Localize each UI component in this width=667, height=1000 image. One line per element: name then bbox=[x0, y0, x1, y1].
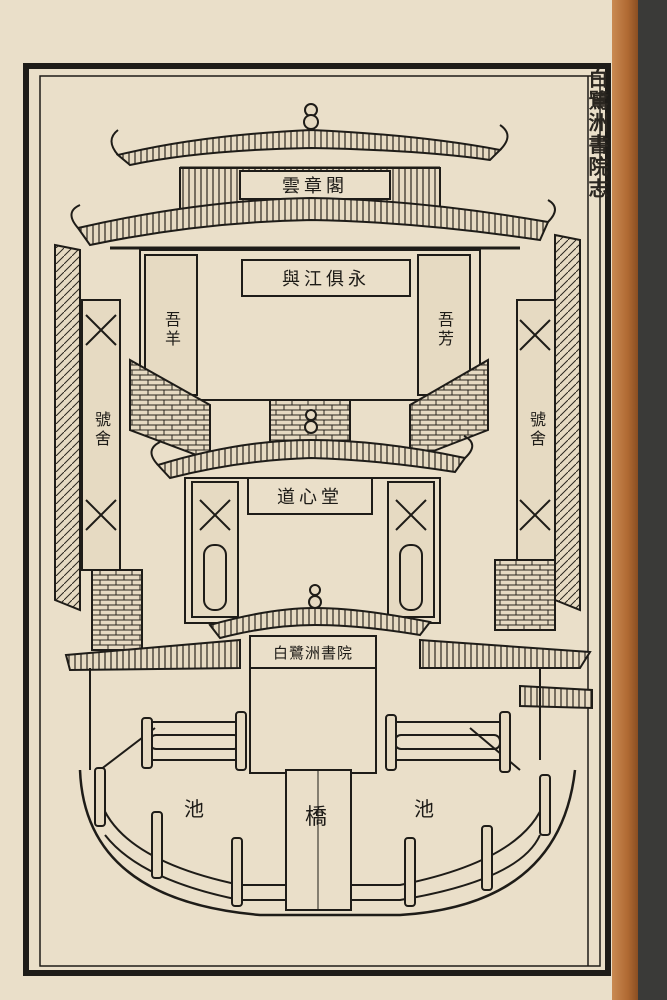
main-gate bbox=[129, 249, 489, 462]
banner-label: 與江俱永 bbox=[282, 269, 370, 290]
side-wings bbox=[54, 233, 581, 651]
top-pavilion-label: 雲章閣 bbox=[282, 176, 348, 197]
hall-label: 道心堂 bbox=[277, 487, 343, 508]
academy-label: 白鷺洲書院 bbox=[272, 643, 353, 662]
pillar-right-label: 吾芳 bbox=[435, 311, 454, 349]
hall-plaque bbox=[247, 477, 373, 515]
side-right-label: 號舍 bbox=[527, 411, 546, 449]
pillar-left-label: 吾羊 bbox=[162, 311, 181, 349]
bridge-label: 橋 bbox=[304, 805, 331, 830]
book-spine bbox=[612, 0, 638, 1000]
outer-border bbox=[23, 63, 611, 976]
top-pavilion bbox=[70, 103, 556, 250]
banner-plaque bbox=[241, 259, 411, 297]
inner-border bbox=[39, 75, 601, 967]
pond-right-label: 池 bbox=[414, 796, 438, 821]
top-pavilion-plaque bbox=[239, 170, 391, 200]
daoxin-hall bbox=[150, 435, 474, 624]
pond-left-label: 池 bbox=[184, 796, 208, 821]
pond-bridge bbox=[78, 711, 577, 917]
margin-title: 白鷺洲書院志 bbox=[585, 68, 609, 200]
side-left-label: 號舍 bbox=[92, 411, 111, 449]
